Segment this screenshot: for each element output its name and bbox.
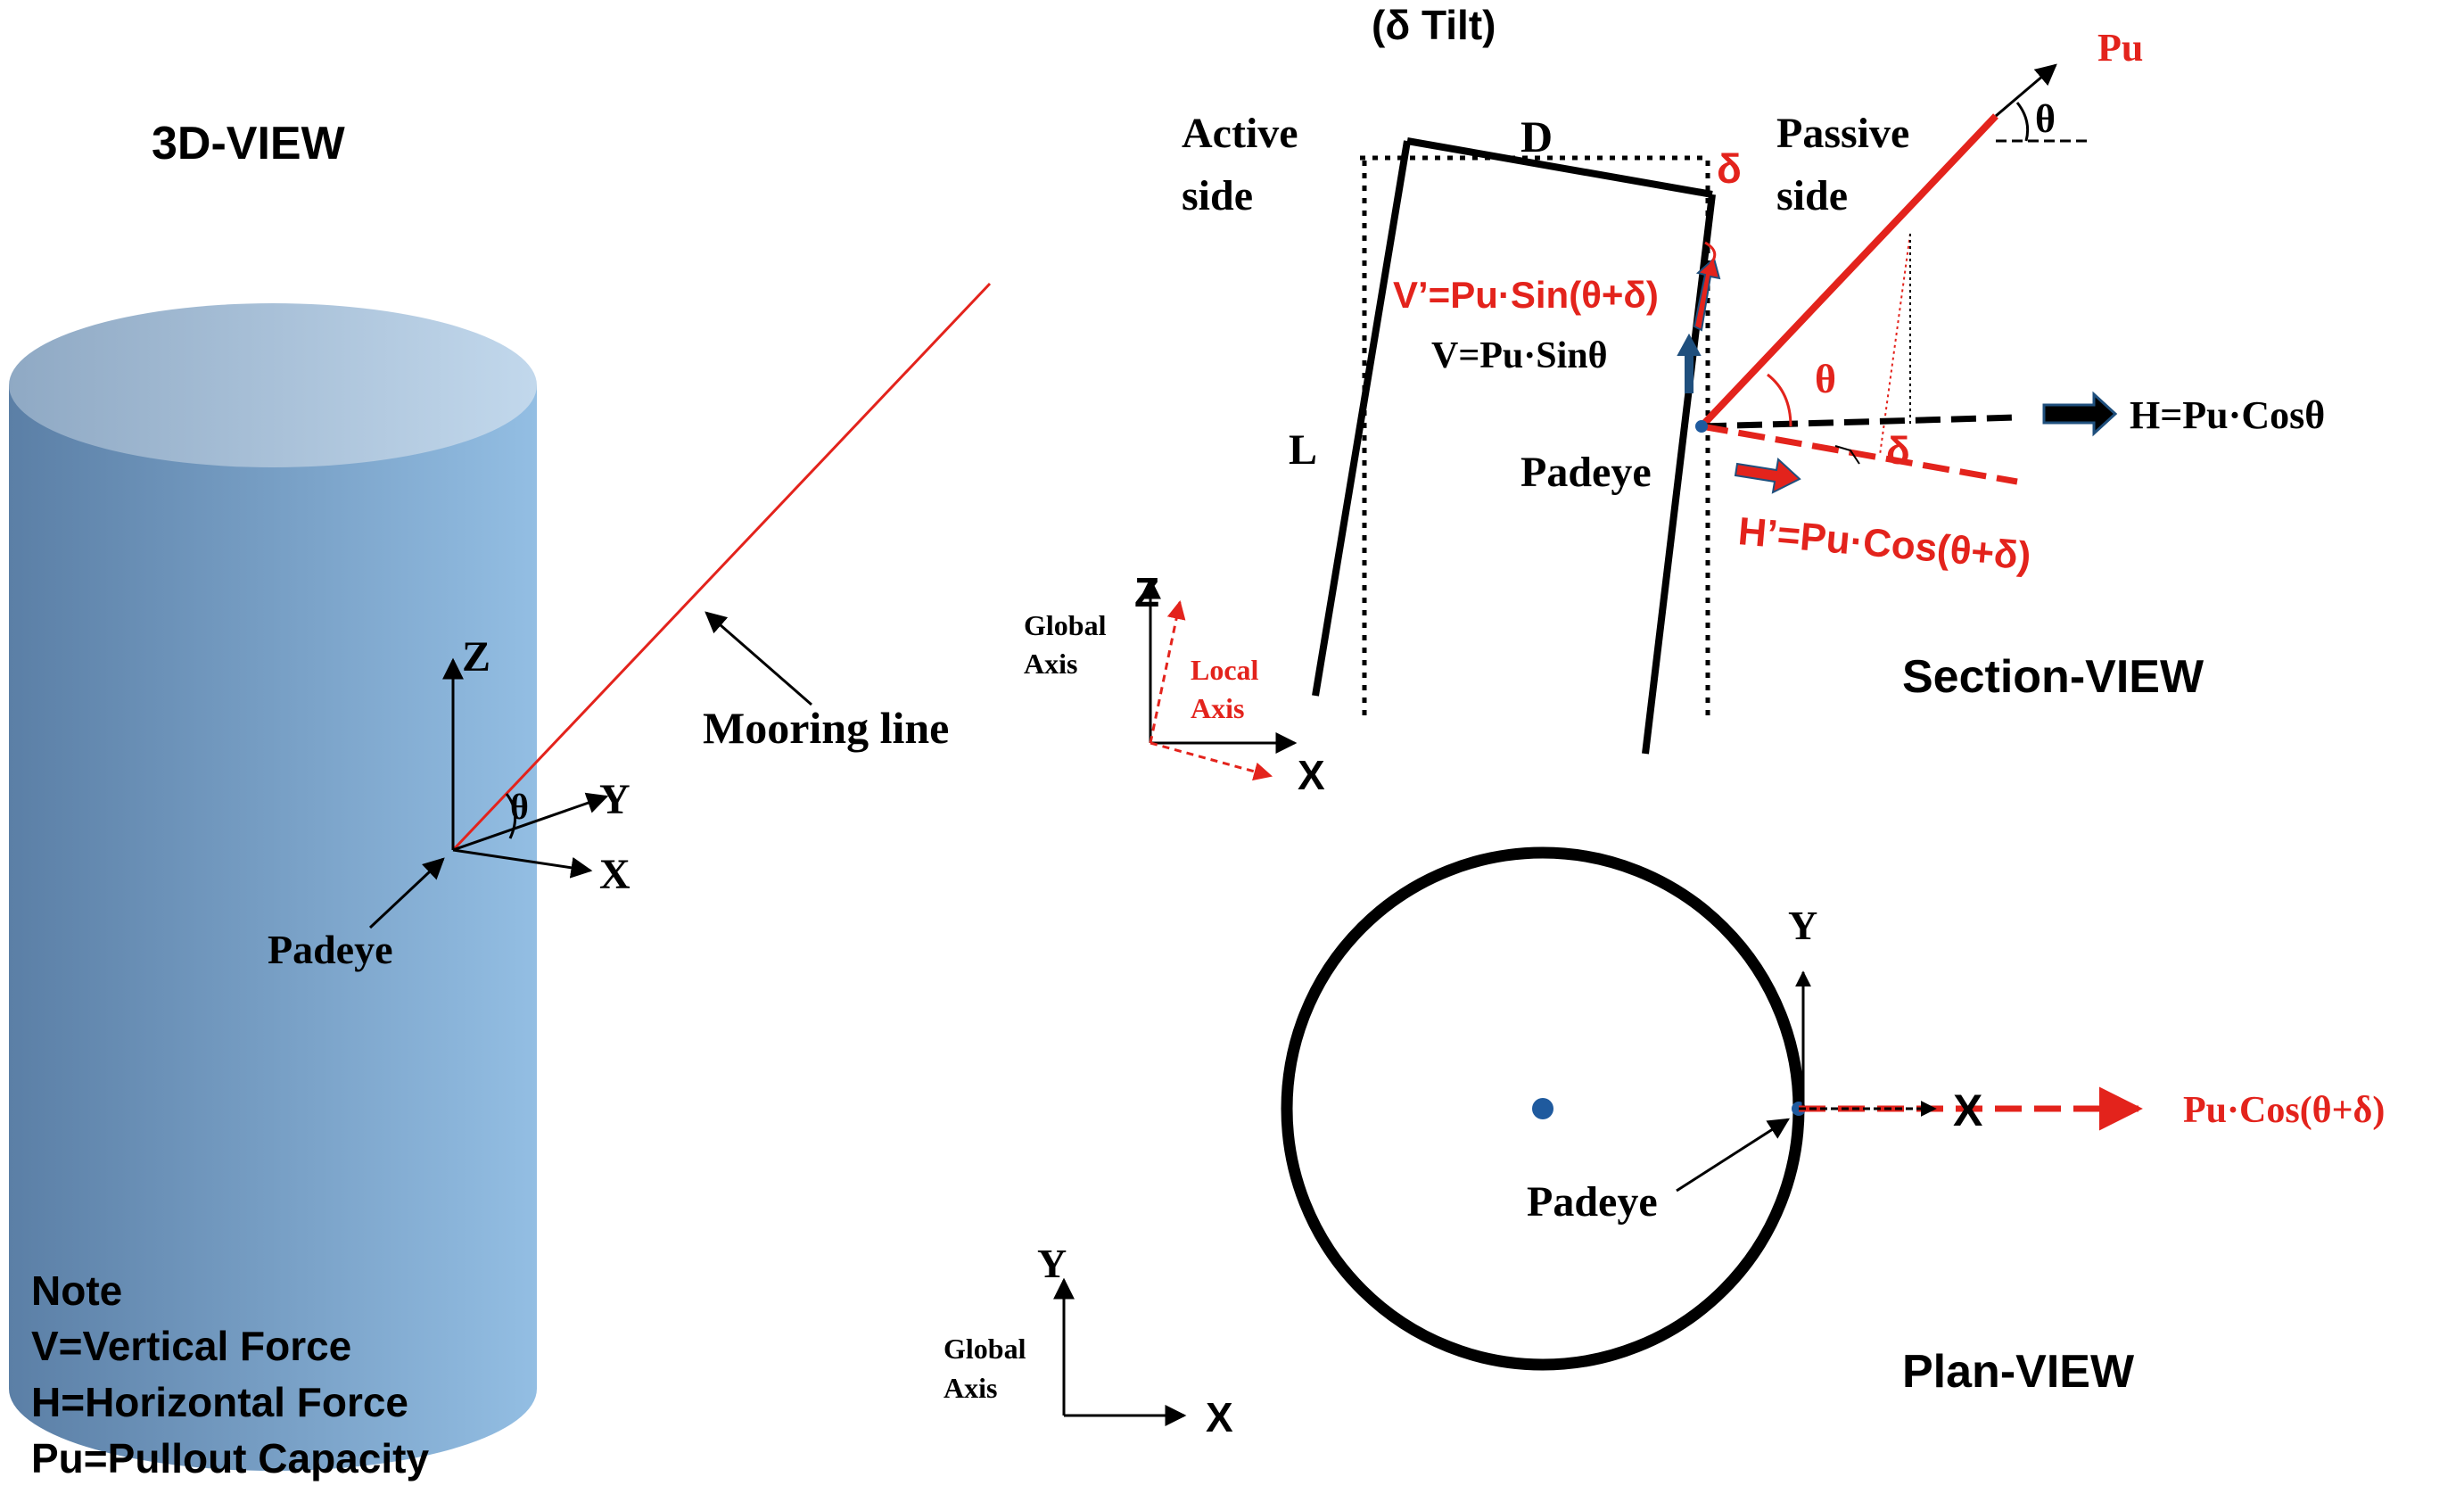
mooring-line-label: Mooring line: [703, 703, 949, 753]
section-local-axis-2: Axis: [1191, 692, 1244, 724]
section-title: Section-VIEW: [1902, 651, 2204, 703]
plan-axis-x: X: [1206, 1394, 1233, 1440]
section-axis-x: X: [1298, 752, 1325, 798]
view3d-axes: [442, 657, 609, 879]
h-arrow: [2042, 391, 2118, 437]
theta-top-arc: [2015, 102, 2030, 142]
pu-force-line: [1699, 113, 1998, 429]
section-padeye-dot: [1695, 420, 1708, 433]
view3d-axis-z: Z: [462, 633, 490, 681]
view3d-title: 3D-VIEW: [152, 118, 346, 169]
view3d-padeye-label: Padeye: [268, 927, 393, 972]
v-prime-brace: [1704, 241, 1717, 265]
section-local-axis-1: Local: [1191, 654, 1259, 686]
view3d-theta: θ: [510, 787, 529, 827]
v-arrow: [1677, 333, 1702, 393]
v-formula: V=Pu·Sinθ: [1431, 335, 1608, 376]
note-line-2: H=Horizontal Force: [31, 1379, 408, 1425]
diameter-label: D: [1520, 111, 1553, 161]
plan-global-axis-2: Axis: [944, 1372, 997, 1404]
plan-global-axis-1: Global: [944, 1333, 1026, 1365]
note-title: Note: [31, 1267, 122, 1314]
delta-top-label: δ: [1717, 145, 1742, 192]
passive-side-label-1: Passive: [1776, 110, 1909, 157]
plan-global-axes: [1053, 1277, 1187, 1426]
mooring-line-pointer: [705, 611, 812, 706]
view3d-axis-x: X: [599, 851, 630, 898]
theta-top-label: θ: [2035, 97, 2056, 141]
h-formula: H=Pu·Cosθ: [2130, 393, 2325, 437]
section-axis-z: Z: [1134, 569, 1159, 615]
note-line-3: Pu=Pullout Capacity: [31, 1435, 429, 1482]
tilt-title: (δ Tilt): [1372, 2, 1496, 48]
mooring-line: [451, 282, 992, 852]
plan-center-dot: [1532, 1098, 1553, 1119]
plan-axis-y-top: Y: [1788, 903, 1817, 948]
v-prime-arrow: [1693, 257, 1721, 332]
view3d-axis-y: Y: [599, 776, 630, 823]
plan-view: Y X Pu·Cos(θ+δ) Padeye Y X Global Axis P…: [944, 846, 2385, 1440]
section-padeye-label: Padeye: [1520, 449, 1652, 496]
plan-title: Plan-VIEW: [1902, 1346, 2135, 1398]
view-3d: 3D-VIEW Z Y X θ Padeye Mooring line: [9, 118, 992, 1471]
plan-padeye-pointer: [1676, 1118, 1791, 1193]
v-prime-formula: V’=Pu·Sin(θ+δ): [1393, 274, 1659, 316]
pu-label: Pu: [2097, 26, 2143, 70]
h-prime-arrow: [1734, 458, 1801, 494]
theta-mid-arc: [1767, 373, 1792, 427]
note-line-1: V=Vertical Force: [31, 1323, 351, 1369]
delta-mid-mark: [1834, 445, 1860, 465]
tilted-pile-outline: [1312, 137, 1716, 755]
theta-mid-label: θ: [1815, 356, 1836, 401]
passive-side-label-2: side: [1776, 172, 1848, 219]
horizontal-reference-line: [1701, 414, 2018, 430]
delta-mid-label: δ: [1886, 429, 1910, 473]
section-view: (δ Tilt) Active side Passive side D L δ …: [1024, 2, 2325, 798]
plan-padeye-label: Padeye: [1527, 1178, 1658, 1226]
untilted-outline: [1360, 155, 1710, 722]
section-global-axis-1: Global: [1024, 609, 1107, 641]
length-label: L: [1289, 426, 1317, 474]
active-side-label-2: side: [1182, 172, 1253, 219]
section-global-axis-2: Axis: [1024, 648, 1077, 680]
section-axes: [1140, 577, 1298, 781]
h-prime-formula: H’=Pu·Cos(θ+δ): [1736, 509, 2032, 579]
active-side-label-1: Active: [1182, 110, 1298, 157]
suction-pile-cylinder: [9, 303, 537, 1471]
tilted-horizontal-line: [1701, 423, 2018, 485]
pu-direction-arrow: [1995, 63, 2057, 118]
note-block: Note V=Vertical Force H=Horizontal Force…: [31, 1267, 429, 1482]
plan-pu-cos-label: Pu·Cos(θ+δ): [2183, 1090, 2385, 1131]
plan-axis-y: Y: [1037, 1241, 1067, 1286]
padeye-pointer: [368, 857, 445, 929]
plan-axis-x-mid: X: [1953, 1085, 1982, 1135]
